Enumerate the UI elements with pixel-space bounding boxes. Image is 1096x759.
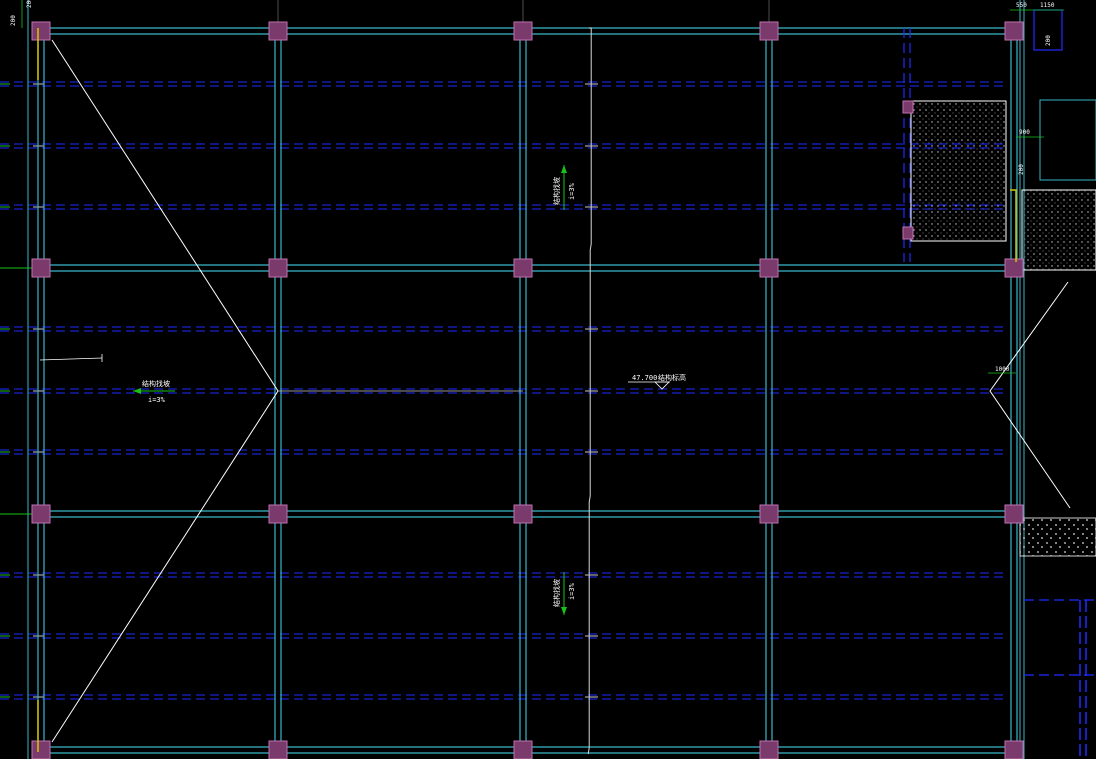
structural-column <box>902 100 914 114</box>
structural-column <box>513 504 533 524</box>
dim-top-left-vertical: 200 <box>10 15 17 26</box>
slope-top-ratio: i=3% <box>568 182 576 200</box>
dim-right-mid: 1000 <box>995 366 1010 373</box>
slope-left-label: 结构找坡 <box>142 379 170 388</box>
elevation-label: 结构标高 <box>658 373 686 382</box>
shaft-outline <box>1039 99 1096 181</box>
structural-column <box>31 258 51 278</box>
structural-column <box>1004 258 1024 278</box>
structural-column <box>31 21 51 41</box>
hatch-area-lower <box>1019 517 1096 557</box>
structural-column <box>513 21 533 41</box>
dim-top-right-b: 1150 <box>1040 2 1055 9</box>
dim-mid-right-b: 200 <box>1018 164 1025 175</box>
elevation-value: 47.700 <box>632 374 657 382</box>
slope-left-ratio: i=3% <box>148 396 166 404</box>
column-layer <box>31 21 1024 759</box>
structural-column <box>759 21 779 41</box>
structural-column <box>268 740 288 759</box>
slope-annotation-bottom[interactable]: 结构找坡 i=3% <box>552 572 576 615</box>
structural-column <box>268 21 288 41</box>
hatch-area-stair <box>910 100 1007 242</box>
structural-column <box>513 740 533 759</box>
hatch-layer <box>910 9 1096 557</box>
structural-column <box>759 504 779 524</box>
break-line <box>587 27 592 755</box>
dim-mid-right-a: 900 <box>1019 129 1030 136</box>
roof-ridge-right <box>989 281 1071 509</box>
structural-column <box>1004 504 1024 524</box>
elevation-mark[interactable]: 47.700 结构标高 <box>628 373 686 390</box>
slope-bottom-label: 结构找坡 <box>552 579 561 607</box>
structural-column <box>902 226 914 240</box>
slope-annotation-top[interactable]: 结构找坡 i=3% <box>552 165 576 210</box>
structural-column <box>759 258 779 278</box>
structural-column <box>268 504 288 524</box>
edge-mark <box>1010 189 1017 262</box>
structural-column <box>31 740 51 759</box>
structural-column <box>1004 740 1024 759</box>
linework-layer <box>21 0 1071 755</box>
structural-column <box>268 258 288 278</box>
structural-column <box>759 740 779 759</box>
structural-column <box>31 504 51 524</box>
slope-bottom-ratio: i=3% <box>568 582 576 600</box>
structural-column <box>513 258 533 278</box>
dimension-annotations: 200 200 550 1150 200 900 200 1000 <box>10 0 1055 373</box>
dim-top-right-box: 200 <box>1045 35 1052 46</box>
structural-column <box>1004 21 1024 41</box>
slope-top-label: 结构找坡 <box>552 177 561 205</box>
dim-top-left: 200 <box>26 0 33 8</box>
slope-annotation-left[interactable]: 结构找坡 i=3% <box>133 379 175 404</box>
hatch-area-right <box>1021 189 1096 271</box>
dim-top-right-a: 550 <box>1016 2 1027 9</box>
leader-line <box>39 357 103 361</box>
